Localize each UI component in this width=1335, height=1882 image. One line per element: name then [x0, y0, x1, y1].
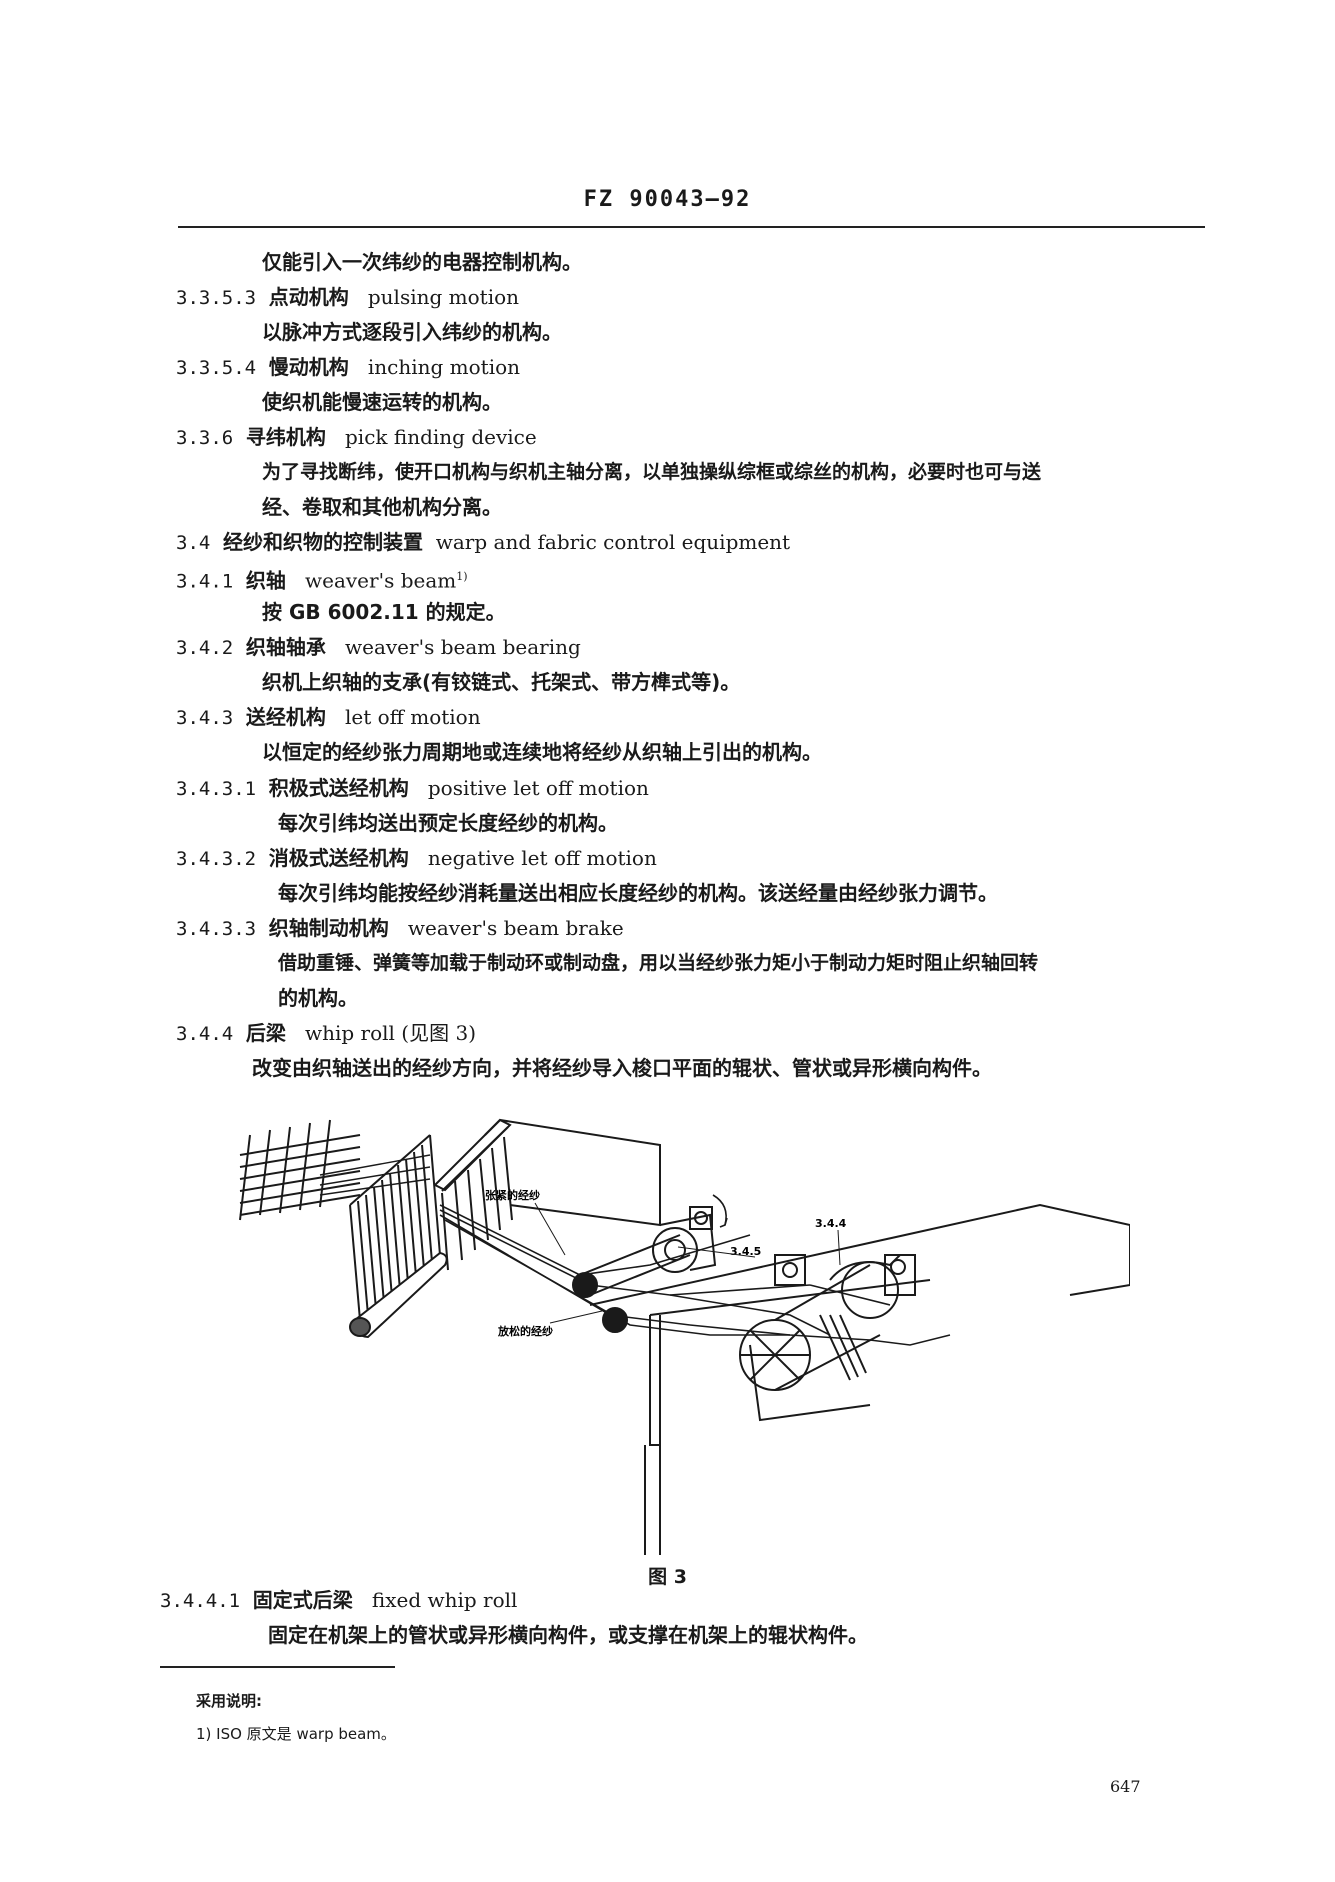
- term-3-4-1: 3.4.1 织轴 weaver's beam1): [176, 568, 468, 593]
- term-3-4-3-3: 3.4.3.3 织轴制动机构 weaver's beam brake: [176, 916, 624, 940]
- footnote-rule: [160, 1666, 395, 1668]
- label-3-4-4: 3.4.4: [815, 1217, 847, 1230]
- header-rule: [178, 226, 1205, 228]
- reed: [349, 1134, 448, 1339]
- footnote-text: 1) ISO 原文是 warp beam。: [196, 1725, 396, 1743]
- body-line: 按 GB 6002.11 的规定。: [262, 600, 506, 624]
- label-taut-warp: 张紧的经纱: [485, 1188, 540, 1202]
- term-3-3-5-4: 3.3.5.4 慢动机构 inching motion: [176, 355, 521, 379]
- machine-frame: [484, 1118, 1130, 1555]
- whip-roll: [739, 1254, 916, 1391]
- body-line: 织机上织轴的支承(有铰链式、托架式、带方榫式等)。: [262, 670, 741, 694]
- term-3-4: 3.4 经纱和织物的控制装置 warp and fabric control e…: [176, 530, 791, 554]
- term-3-4-4: 3.4.4 后梁 whip roll (见图 3): [176, 1021, 476, 1045]
- footnote-marker: 1): [456, 570, 468, 583]
- fabric-grid: [239, 1119, 361, 1221]
- footnote-title: 采用说明:: [196, 1692, 262, 1710]
- term-3-4-3: 3.4.3 送经机构 let off motion: [176, 705, 481, 729]
- body-line: 仅能引入一次纬纱的电器控制机构。: [262, 250, 582, 274]
- body-line: 为了寻找断纬，使开口机构与织机主轴分离，以单独操纵综框或综丝的机构，必要时也可与…: [262, 461, 1042, 483]
- body-line: 每次引纬均送出预定长度经纱的机构。: [278, 811, 618, 835]
- body-line: 的机构。: [278, 986, 358, 1010]
- figure-caption: 图 3: [648, 1566, 687, 1588]
- term-3-3-6: 3.3.6 寻纬机构 pick finding device: [176, 425, 537, 449]
- document-code: FZ 90043—92: [583, 187, 752, 212]
- page-number: 647: [1110, 1777, 1141, 1796]
- body-line: 每次引纬均能按经纱消耗量送出相应长度经纱的机构。该送经量由经纱张力调节。: [278, 881, 998, 905]
- term-3-3-5-3: 3.3.5.3 点动机构 pulsing motion: [176, 285, 520, 309]
- term-3-4-2: 3.4.2 织轴轴承 weaver's beam bearing: [176, 635, 581, 659]
- body-line: 以脉冲方式逐段引入纬纱的机构。: [262, 320, 562, 344]
- figure-3-loom-diagram: 张紧的经纱 放松的经纱 3.4.5 3.4.4: [239, 1118, 1130, 1555]
- body-line: 改变由织轴送出的经纱方向，并将经纱导入梭口平面的辊状、管状或异形横向构件。: [252, 1056, 992, 1080]
- body-line: 借助重锤、弹簧等加载于制动环或制动盘，用以当经纱张力矩小于制动力矩时阻止织轴回转: [278, 952, 1039, 974]
- warp-sheets: [439, 1204, 951, 1346]
- body-line: 固定在机架上的管状或异形横向构件，或支撑在机架上的辊状构件。: [268, 1623, 868, 1647]
- body-line: 以恒定的经纱张力周期地或连续地将经纱从织轴上引出的机构。: [262, 740, 822, 764]
- body-line: 使织机能慢速运转的机构。: [262, 390, 502, 414]
- back-rest-roller: [572, 1194, 728, 1333]
- term-3-4-3-2: 3.4.3.2 消极式送经机构 negative let off motion: [176, 846, 657, 870]
- term-3-4-4-1: 3.4.4.1 固定式后梁 fixed whip roll: [160, 1588, 518, 1612]
- label-slack-warp: 放松的经纱: [497, 1324, 553, 1338]
- body-line: 经、卷取和其他机构分离。: [262, 495, 502, 519]
- term-3-4-3-1: 3.4.3.1 积极式送经机构 positive let off motion: [176, 776, 649, 800]
